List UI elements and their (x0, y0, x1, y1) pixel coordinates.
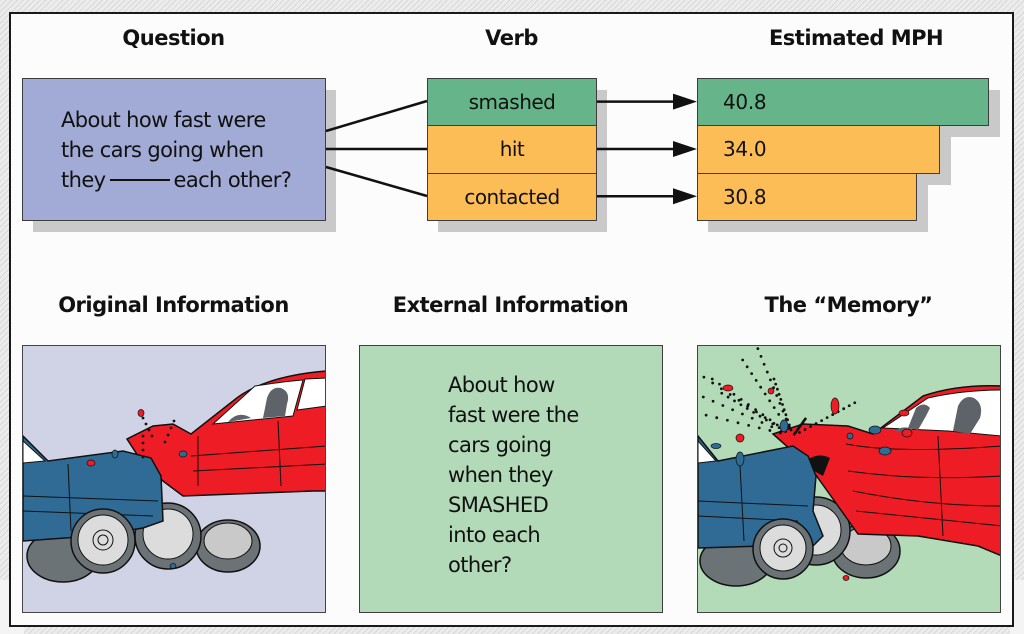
question-line-2: the cars going when (61, 138, 264, 162)
leading-question-line: fast were the (448, 403, 579, 427)
question-text: About how fast were the cars going when … (61, 105, 292, 195)
mph-heading: Estimated MPH (768, 26, 944, 50)
debris-red-1 (137, 409, 145, 417)
passenger-arms (894, 404, 930, 432)
blue-car-window (23, 440, 47, 464)
driver-silhouette (263, 387, 289, 418)
mph-bar-contacted: 30.8 (697, 172, 918, 221)
blue-car-window (698, 440, 718, 464)
external-heading: External Information (392, 293, 629, 317)
question-line-1: About how fast were (61, 108, 266, 132)
verb-heading: Verb (485, 26, 538, 50)
memory-panel (697, 345, 1001, 613)
question-line-3: they each other? (61, 165, 292, 195)
leading-question-line: when they (448, 463, 553, 487)
leading-question-line: cars going (448, 433, 552, 457)
leading-question-line: other? (448, 553, 512, 577)
question-heading: Question (122, 26, 225, 50)
explosion-debris-dots (701, 347, 857, 436)
red-car-far-wheel (195, 519, 261, 573)
debris-blue-1 (111, 449, 119, 459)
mph-bar-smashed: 40.8 (697, 78, 989, 127)
car-collision-severe-illustration (698, 347, 1000, 587)
fill-in-blank (109, 179, 170, 181)
car-collision-mild-illustration (23, 370, 325, 583)
driver-silhouette (953, 397, 982, 434)
verb-cell-smashed: smashed (427, 78, 597, 127)
debris-blue-3 (169, 563, 177, 569)
passenger-silhouette (228, 414, 251, 422)
question-line-3-end: each other? (173, 168, 292, 192)
red-car-window-rear (296, 377, 325, 411)
leading-question-line: About how (448, 373, 555, 397)
mph-value-label: 30.8 (723, 184, 767, 209)
verb-cell-hit: hit (427, 125, 597, 174)
memory-heading: The “Memory” (764, 293, 933, 317)
debris-blue-2 (178, 450, 188, 458)
debris-red-2 (86, 459, 96, 467)
blue-car-front-wheel (70, 508, 136, 574)
blue-car-front-wheel (752, 518, 814, 580)
external-information-box: About how fast were the cars going when the… (359, 345, 663, 613)
question-box: About how fast were the cars going when … (22, 78, 326, 221)
leading-question-text: About how fast were the cars going when the… (448, 370, 579, 580)
verb-cell-contacted: contacted (427, 172, 597, 221)
mph-bar-hit: 34.0 (697, 125, 941, 174)
original-heading: Original Information (58, 293, 289, 317)
original-information-panel (22, 345, 326, 613)
collision-debris (141, 416, 176, 459)
mph-value-label: 34.0 (723, 137, 767, 162)
explosion-debris-fragments (710, 384, 913, 581)
leading-question-line: SMASHED (448, 493, 549, 517)
leading-question-line: into each (448, 523, 541, 547)
question-line-3-start: they (61, 168, 106, 192)
mph-value-label: 40.8 (723, 90, 767, 115)
